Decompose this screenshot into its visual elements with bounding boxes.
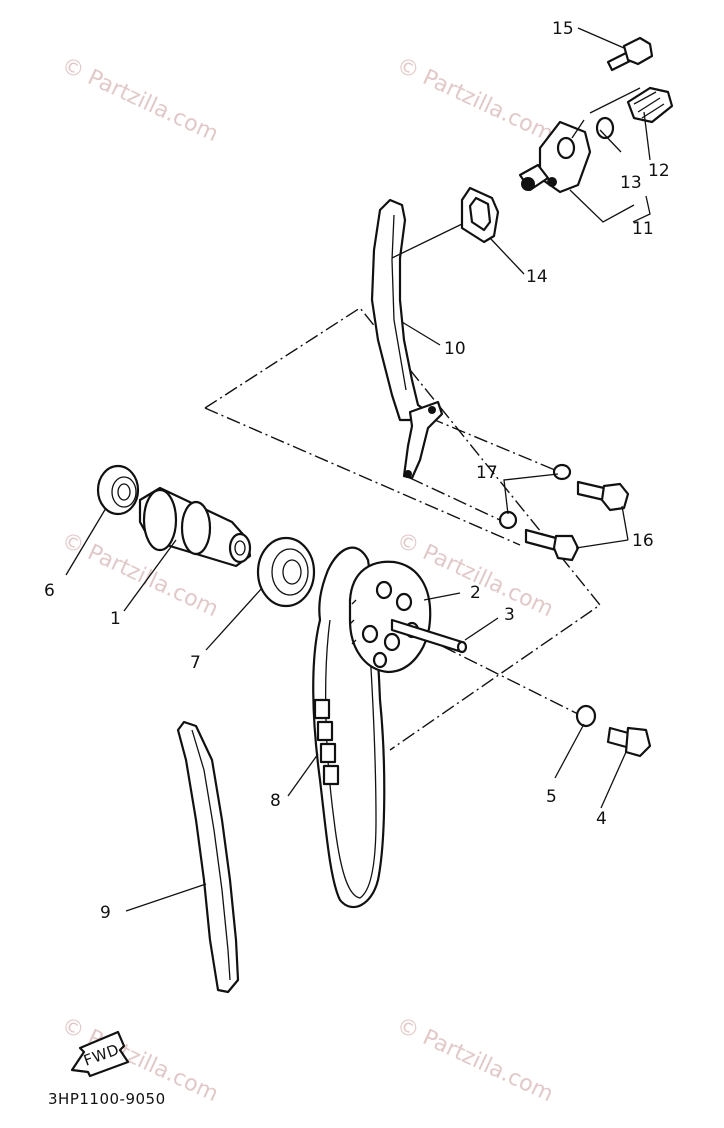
watermark-text: © Partzilla.com <box>392 53 556 147</box>
part-7-bearing <box>256 536 316 608</box>
part-9-chain-guide <box>176 720 240 994</box>
callout-8: 8 <box>270 791 281 811</box>
callout-5: 5 <box>546 787 557 807</box>
part-2-cam-sprocket <box>348 560 432 674</box>
callout-4: 4 <box>596 809 607 829</box>
part-12-plug-bolt <box>626 86 674 124</box>
callout-12: 12 <box>648 161 670 181</box>
watermark-text: © Partzilla.com <box>57 53 221 147</box>
callout-15: 15 <box>552 19 574 39</box>
callout-10: 10 <box>444 339 466 359</box>
part-4-bolt <box>606 726 652 758</box>
part-3-dowel-pin <box>390 618 468 654</box>
callout-11: 11 <box>632 219 654 239</box>
callout-2: 2 <box>470 583 481 603</box>
diagram-code: 3HP1100-9050 <box>48 1090 166 1108</box>
callout-13: 13 <box>620 173 642 193</box>
callout-3: 3 <box>504 605 515 625</box>
leader-lines <box>65 27 651 912</box>
bolt-axis-line <box>409 477 501 521</box>
assembly-reference-frame <box>204 407 521 546</box>
callout-1: 1 <box>110 609 121 629</box>
part-14-tensioner-gasket <box>460 186 500 244</box>
fwd-arrow: FWD <box>70 1030 130 1078</box>
part-6-bearing <box>96 464 140 516</box>
part-16-bolt <box>524 528 580 562</box>
part-10-chain-guide <box>370 198 444 480</box>
part-17-washer <box>498 510 518 530</box>
part-8-cam-chain <box>312 546 386 909</box>
part-5-washer <box>575 704 597 728</box>
part-17-washer <box>552 463 572 481</box>
part-13-gasket <box>595 116 615 140</box>
part-11-cam-chain-tensioner <box>518 120 592 194</box>
callout-7: 7 <box>190 653 201 673</box>
callout-17: 17 <box>476 463 498 483</box>
watermark-text: © Partzilla.com <box>392 1013 556 1107</box>
callout-16: 16 <box>632 531 654 551</box>
part-15-bolt <box>606 36 654 72</box>
bolt-axis-line <box>429 417 556 471</box>
part-16-bolt <box>576 480 630 512</box>
part-1-camshaft <box>138 486 252 568</box>
callout-labels: 1 2 3 4 5 6 7 8 9 10 11 12 13 14 15 16 1… <box>44 19 670 923</box>
callout-6: 6 <box>44 581 55 601</box>
callout-14: 14 <box>526 267 548 287</box>
callout-9: 9 <box>100 903 111 923</box>
